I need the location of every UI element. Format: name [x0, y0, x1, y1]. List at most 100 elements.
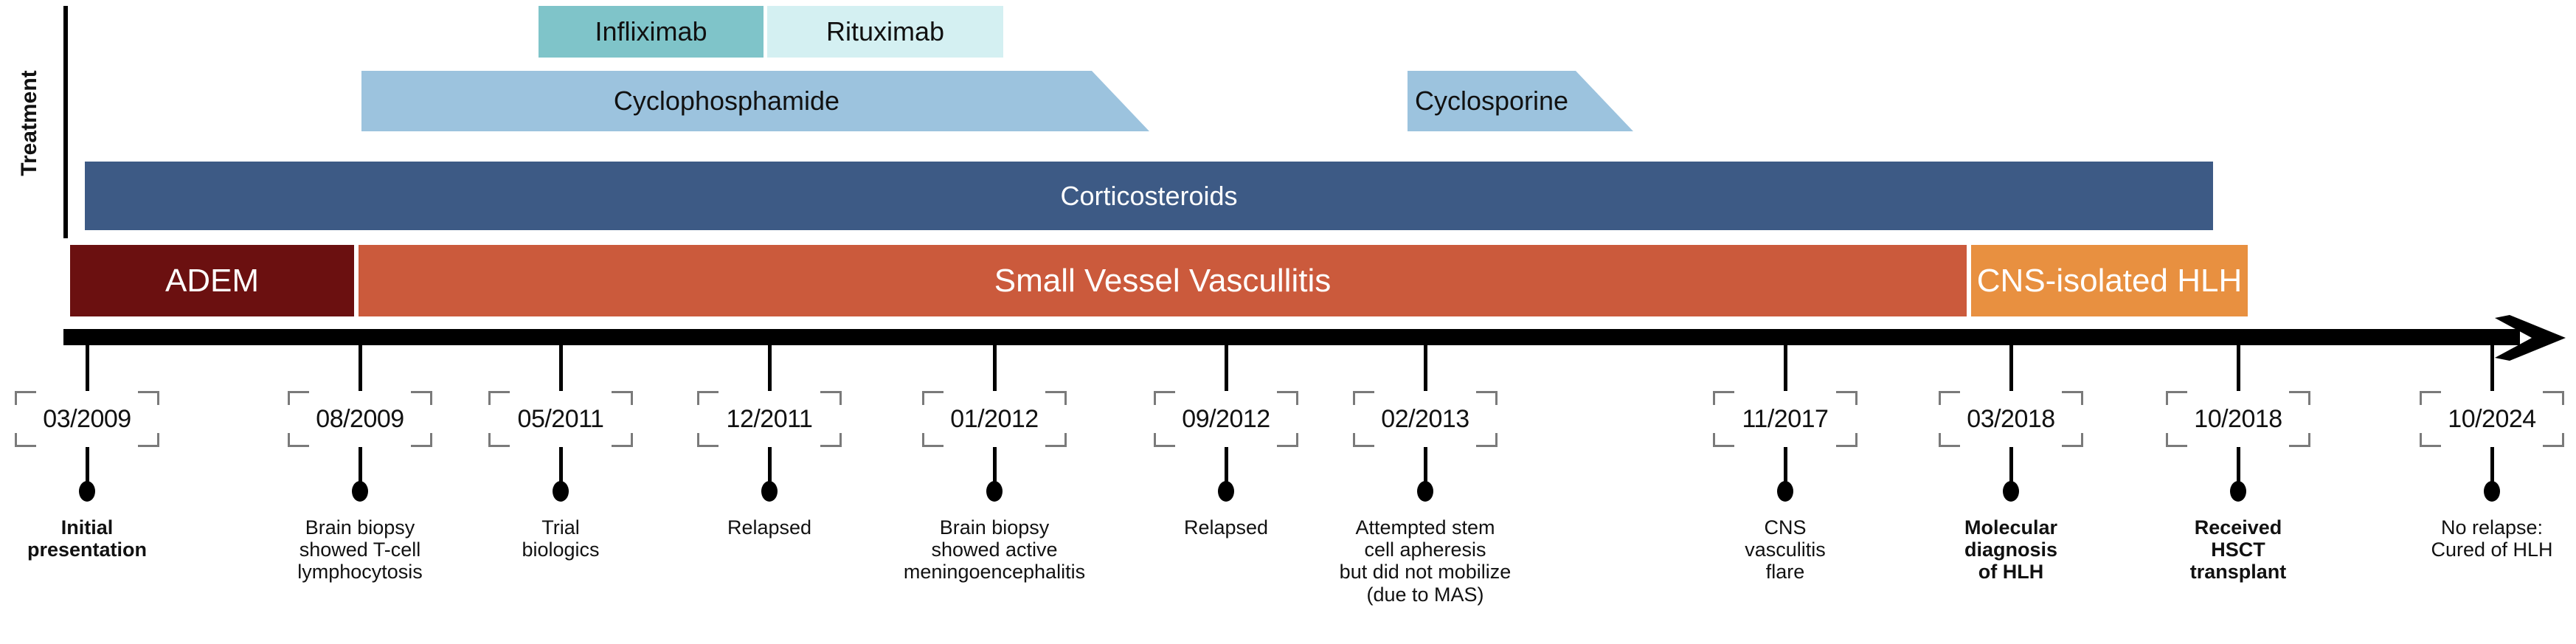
event-description-line: Relapsed [1183, 516, 1269, 539]
treatment-bar-cyclophosphamide: Cyclophosphamide [361, 71, 1149, 131]
event-marker-dot-03-2009 [79, 481, 95, 502]
date-box-corner-bl [1713, 433, 1734, 447]
timeline-tick-10-2018 [2237, 345, 2240, 391]
event-description-09-2012: Relapsed [1115, 516, 1337, 539]
treatment-bar-shape-cyclophosphamide [361, 71, 1149, 131]
timeline-tick-05-2011 [559, 345, 563, 391]
timeline-arrow-icon [2495, 315, 2566, 361]
date-box-corner-tr [2062, 391, 2083, 405]
treatment-bar-corticosteroids: Corticosteroids [85, 162, 2213, 230]
date-box-corner-tl [2420, 391, 2441, 405]
event-marker-dot-11-2017 [1777, 481, 1793, 502]
date-label-box-03-2009[interactable]: 03/2009 [15, 391, 159, 447]
date-box-corner-tl [488, 391, 510, 405]
timeline-tick-08-2009 [359, 345, 362, 391]
date-label-box-10-2024[interactable]: 10/2024 [2420, 391, 2564, 447]
event-description-line: flare [1765, 561, 1805, 584]
date-box-corner-tl [1353, 391, 1374, 405]
event-description-line: showed T-cell [299, 539, 421, 561]
timeline-axis-line [63, 329, 2520, 345]
date-box-corner-bl [2420, 433, 2441, 447]
diagnosis-bar-label-small-vessel-vasculitis: Small Vessel Vascullitis [994, 262, 1332, 299]
date-label-box-08-2009[interactable]: 08/2009 [288, 391, 432, 447]
event-marker-dot-12-2011 [761, 481, 778, 502]
event-stem-10-2024 [2490, 447, 2494, 485]
event-stem-12-2011 [768, 447, 772, 485]
date-label-text: 10/2024 [2448, 404, 2536, 433]
date-label-box-05-2011[interactable]: 05/2011 [488, 391, 633, 447]
event-description-12-2011: Relapsed [659, 516, 880, 539]
date-box-corner-tr [612, 391, 633, 405]
event-description-line: HSCT [2211, 539, 2265, 561]
date-label-text: 08/2009 [316, 404, 404, 433]
event-description-line: Relapsed [727, 516, 812, 539]
event-description-line: Brain biopsy [939, 516, 1050, 539]
event-description-line: Trial [541, 516, 580, 539]
event-stem-11-2017 [1784, 447, 1787, 485]
date-box-corner-tr [820, 391, 842, 405]
treatment-bar-shape-infliximab [539, 6, 764, 58]
event-marker-dot-05-2011 [553, 481, 569, 502]
date-label-box-09-2012[interactable]: 09/2012 [1154, 391, 1298, 447]
date-box-corner-tr [2289, 391, 2310, 405]
event-marker-dot-03-2018 [2003, 481, 2019, 502]
date-label-text: 12/2011 [726, 404, 813, 433]
date-box-corner-br [1277, 433, 1298, 447]
event-description-line: Attempted stem [1355, 516, 1495, 539]
treatment-axis-line [63, 6, 68, 238]
date-box-corner-tr [1277, 391, 1298, 405]
date-label-box-01-2012[interactable]: 01/2012 [922, 391, 1067, 447]
date-box-corner-bl [288, 433, 309, 447]
date-label-box-12-2011[interactable]: 12/2011 [697, 391, 842, 447]
event-stem-03-2009 [86, 447, 89, 485]
date-box-corner-tr [1836, 391, 1857, 405]
event-stem-02-2013 [1424, 447, 1427, 485]
date-label-text: 03/2009 [43, 404, 131, 433]
date-label-text: 09/2012 [1182, 404, 1270, 433]
event-description-line: presentation [27, 539, 148, 561]
date-box-corner-br [1476, 433, 1498, 447]
date-label-box-03-2018[interactable]: 03/2018 [1939, 391, 2083, 447]
date-label-box-11-2017[interactable]: 11/2017 [1713, 391, 1857, 447]
event-marker-dot-10-2024 [2484, 481, 2500, 502]
date-box-corner-tl [1713, 391, 1734, 405]
timeline-tick-11-2017 [1784, 345, 1787, 391]
event-description-line: transplant [2189, 561, 2287, 584]
event-marker-dot-02-2013 [1417, 481, 1433, 502]
event-description-line: diagnosis [1964, 539, 2058, 561]
date-box-corner-br [612, 433, 633, 447]
diagnosis-bar-label-adem: ADEM [165, 262, 260, 299]
date-box-corner-tr [2543, 391, 2564, 405]
date-box-corner-br [2543, 433, 2564, 447]
event-description-line: Initial [60, 516, 114, 539]
date-box-corner-bl [2166, 433, 2187, 447]
event-stem-10-2018 [2237, 447, 2240, 485]
date-box-corner-bl [922, 433, 944, 447]
date-label-box-02-2013[interactable]: 02/2013 [1353, 391, 1498, 447]
date-label-text: 05/2011 [517, 404, 604, 433]
diagnosis-bar-label-cns-isolated-hlh: CNS-isolated HLH [1976, 262, 2243, 299]
date-box-corner-tr [138, 391, 159, 405]
diagnosis-bar-cns-isolated-hlh: CNS-isolated HLH [1971, 245, 2248, 316]
event-stem-03-2018 [2009, 447, 2013, 485]
date-box-corner-tl [288, 391, 309, 405]
timeline-tick-12-2011 [768, 345, 772, 391]
treatment-bar-shape-rituximab [767, 6, 1003, 58]
event-stem-01-2012 [993, 447, 997, 485]
date-label-text: 11/2017 [1742, 404, 1829, 433]
event-marker-dot-08-2009 [352, 481, 368, 502]
date-box-corner-bl [488, 433, 510, 447]
date-label-box-10-2018[interactable]: 10/2018 [2166, 391, 2310, 447]
date-box-corner-br [138, 433, 159, 447]
date-box-corner-bl [697, 433, 719, 447]
event-marker-dot-09-2012 [1218, 481, 1234, 502]
date-box-corner-bl [15, 433, 36, 447]
event-stem-09-2012 [1225, 447, 1228, 485]
date-label-text: 01/2012 [950, 404, 1039, 433]
event-description-line: meningoencephalitis [903, 561, 1086, 584]
date-box-corner-tl [1939, 391, 1960, 405]
treatment-bar-rituximab: Rituximab [767, 6, 1003, 58]
event-marker-dot-01-2012 [986, 481, 1003, 502]
